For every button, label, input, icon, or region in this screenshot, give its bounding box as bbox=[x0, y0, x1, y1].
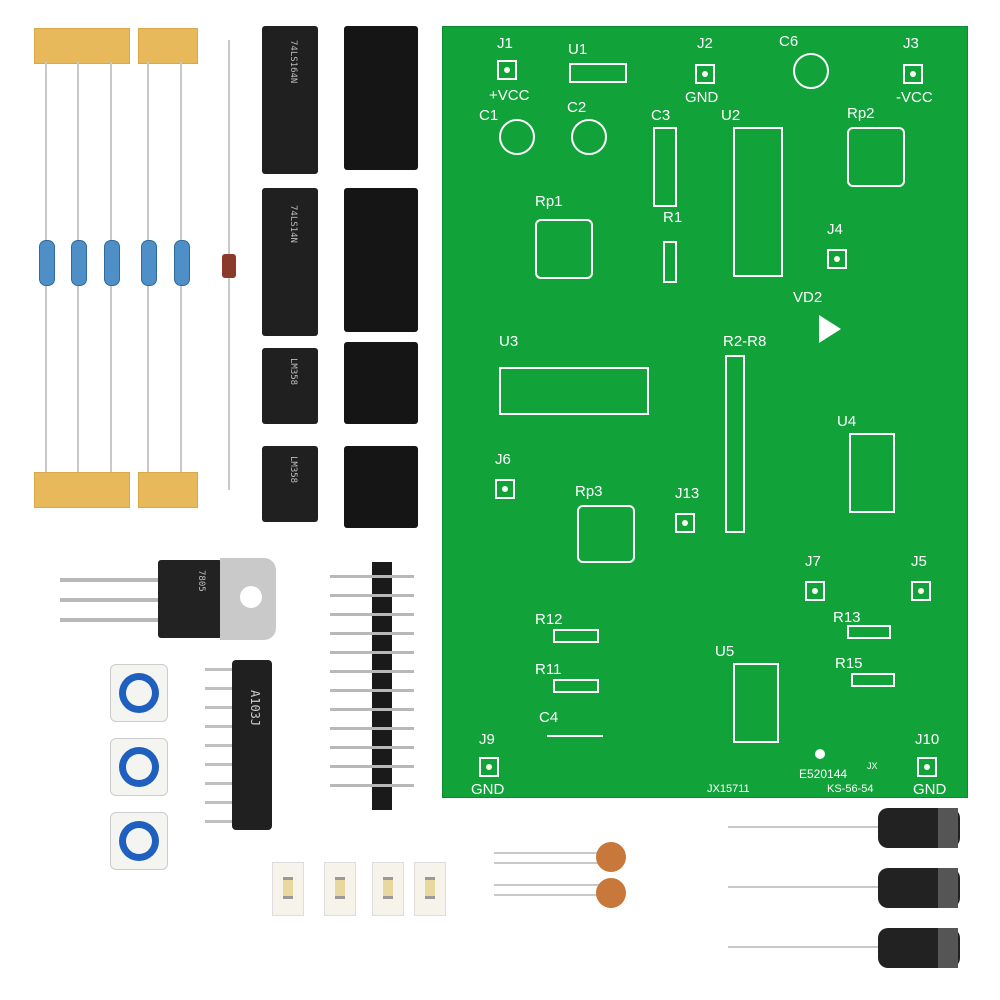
outline-u2 bbox=[733, 127, 783, 277]
outline-c1 bbox=[499, 119, 535, 155]
label-u1: U1 bbox=[568, 41, 588, 58]
label-ks: KS-56-54 bbox=[827, 783, 874, 795]
outline-r13 bbox=[847, 625, 891, 639]
label-r11: R11 bbox=[535, 661, 562, 678]
smd-part bbox=[272, 862, 304, 916]
pad-j1 bbox=[497, 60, 517, 80]
label-rp3: Rp3 bbox=[575, 483, 603, 500]
label-vcc-minus: -VCC bbox=[896, 89, 933, 106]
outline-u4 bbox=[849, 433, 895, 513]
outline-u5 bbox=[733, 663, 779, 743]
outline-u1 bbox=[569, 63, 627, 83]
outline-c3 bbox=[653, 127, 677, 207]
label-j10: J10 bbox=[915, 731, 940, 748]
label-r12: R12 bbox=[535, 611, 563, 628]
label-u5: U5 bbox=[715, 643, 735, 660]
smd-part bbox=[414, 862, 446, 916]
outline-r15 bbox=[851, 673, 895, 687]
label-gnd-j2: GND bbox=[685, 89, 719, 106]
pad-j2 bbox=[695, 64, 715, 84]
electrolytic-capacitor bbox=[728, 928, 960, 968]
trimmer-pot-103 bbox=[110, 664, 168, 722]
electrolytic-capacitor bbox=[728, 808, 960, 848]
trimmer-pot-503 bbox=[110, 812, 168, 870]
outline-r11 bbox=[553, 679, 599, 693]
label-j1: J1 bbox=[497, 35, 513, 52]
label-c1: C1 bbox=[479, 107, 499, 124]
pcb-board: J1 +VCC U1 J2 GND C6 J3 -VCC C1 C2 C3 U2… bbox=[442, 26, 968, 798]
ic-socket-8 bbox=[344, 342, 418, 424]
smd-part bbox=[372, 862, 404, 916]
pad-j5 bbox=[911, 581, 931, 601]
pad-j6 bbox=[495, 479, 515, 499]
label-j4: J4 bbox=[827, 221, 843, 238]
pad-j4 bbox=[827, 249, 847, 269]
pad-j13 bbox=[675, 513, 695, 533]
label-j7: J7 bbox=[805, 553, 821, 570]
label-c4: C4 bbox=[539, 709, 559, 726]
label-j13: J13 bbox=[675, 485, 700, 502]
pad-j7 bbox=[805, 581, 825, 601]
diode-symbol bbox=[819, 315, 841, 343]
label-u4: U4 bbox=[837, 413, 857, 430]
label-u3: U3 bbox=[499, 333, 519, 350]
pad-j9 bbox=[479, 757, 499, 777]
label-j3: J3 bbox=[903, 35, 919, 52]
label-r15: R15 bbox=[835, 655, 863, 672]
outline-c2 bbox=[571, 119, 607, 155]
outline-r2-r8 bbox=[725, 355, 745, 533]
label-r2-r8: R2-R8 bbox=[723, 333, 767, 350]
label-j9: J9 bbox=[479, 731, 495, 748]
fiducial bbox=[815, 749, 825, 759]
outline-r1 bbox=[663, 241, 677, 283]
label-board-code: JX15711 bbox=[707, 783, 750, 795]
ic-socket-14 bbox=[344, 26, 418, 170]
label-u2: U2 bbox=[721, 107, 741, 124]
label-r13: R13 bbox=[833, 609, 861, 626]
label-gnd-j9: GND bbox=[471, 781, 505, 798]
ic-socket-14 bbox=[344, 188, 418, 332]
outline-u3 bbox=[499, 367, 649, 415]
resistor bbox=[71, 240, 87, 286]
outline-r12 bbox=[553, 629, 599, 643]
label-j2: J2 bbox=[697, 35, 713, 52]
smd-part bbox=[324, 862, 356, 916]
resistor bbox=[104, 240, 120, 286]
label-j6: J6 bbox=[495, 451, 511, 468]
c4-symbol bbox=[547, 735, 603, 737]
trimmer-pot-104 bbox=[110, 738, 168, 796]
label-vd2: VD2 bbox=[793, 289, 823, 306]
electrolytic-capacitor bbox=[728, 868, 960, 908]
outline-rp3 bbox=[577, 505, 635, 563]
label-c2: C2 bbox=[567, 99, 587, 116]
outline-rp2 bbox=[847, 127, 905, 187]
pad-j10 bbox=[917, 757, 937, 777]
label-ul-number: E520144 bbox=[799, 767, 848, 781]
resistor bbox=[141, 240, 157, 286]
resistor bbox=[174, 240, 190, 286]
label-c6: C6 bbox=[779, 33, 799, 50]
ic-socket-8 bbox=[344, 446, 418, 528]
resistor bbox=[39, 240, 55, 286]
pad-j3 bbox=[903, 64, 923, 84]
label-c3: C3 bbox=[651, 107, 671, 124]
outline-rp1 bbox=[535, 219, 593, 279]
label-r1: R1 bbox=[663, 209, 683, 226]
label-j5: J5 bbox=[911, 553, 927, 570]
outline-c6 bbox=[793, 53, 829, 89]
label-rp2: Rp2 bbox=[847, 105, 875, 122]
label-vcc-plus: +VCC bbox=[489, 87, 530, 104]
label-rp1: Rp1 bbox=[535, 193, 563, 210]
label-gnd-j10: GND bbox=[913, 781, 947, 798]
label-ul-sup: JX bbox=[867, 761, 878, 771]
